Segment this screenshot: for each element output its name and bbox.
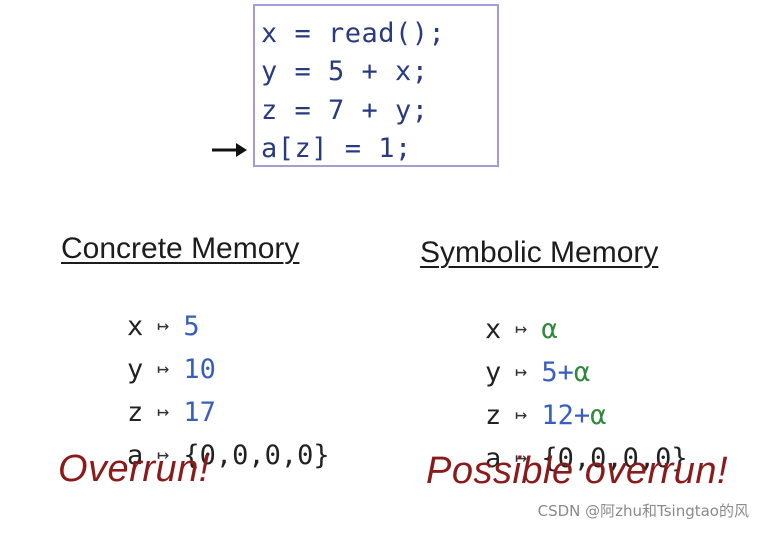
var-name: x <box>127 311 144 342</box>
var-name: a <box>485 443 502 474</box>
concrete-verdict: Overrun! <box>58 448 210 490</box>
concrete-row-z: z ↦ 17 <box>62 366 216 459</box>
symbolic-row-y: y ↦ 5+α <box>420 326 590 419</box>
maps-to-icon: ↦ <box>515 316 528 340</box>
maps-to-icon: ↦ <box>157 442 170 466</box>
symbol-alpha: α <box>590 400 607 431</box>
var-name: x <box>485 314 502 345</box>
symbol-alpha: α <box>541 314 558 345</box>
var-value: {0,0,0,0} <box>183 440 330 471</box>
concrete-row-y: y ↦ 10 <box>62 323 216 416</box>
var-value-prefix: 5+ <box>541 357 574 388</box>
concrete-memory-title: Concrete Memory <box>61 232 300 265</box>
symbolic-row-z: z ↦ 12+α <box>420 369 606 462</box>
var-value-prefix: {0,0,0,0} <box>541 443 688 474</box>
code-line-3: z = 7 + y; <box>261 95 429 126</box>
concrete-row-a: a ↦ {0,0,0,0} <box>62 409 330 502</box>
maps-to-icon: ↦ <box>515 445 528 469</box>
symbolic-row-x: x ↦ α <box>420 283 558 376</box>
var-name: y <box>127 354 144 385</box>
maps-to-icon: ↦ <box>157 313 170 337</box>
var-value-prefix: 12+ <box>541 400 591 431</box>
maps-to-icon: ↦ <box>157 399 170 423</box>
maps-to-icon: ↦ <box>157 356 170 380</box>
watermark: CSDN @阿zhu和Tsingtao的风 <box>537 502 749 520</box>
maps-to-icon: ↦ <box>515 359 528 383</box>
symbolic-verdict: Possible overrun! <box>426 450 729 492</box>
symbol-alpha: α <box>573 357 591 388</box>
symbolic-row-a: a ↦ {0,0,0,0} <box>420 412 688 505</box>
symbolic-memory-title: Symbolic Memory <box>420 236 659 269</box>
code-line-2: y = 5 + x; <box>261 56 429 87</box>
maps-to-icon: ↦ <box>515 402 528 426</box>
code-box: x = read(); y = 5 + x; z = 7 + y; a[z] =… <box>253 4 499 167</box>
var-name: z <box>127 397 144 428</box>
var-value: 17 <box>183 397 216 428</box>
var-name: z <box>485 400 502 431</box>
code-line-1: x = read(); <box>261 18 446 49</box>
var-value: 5 <box>183 311 200 342</box>
concrete-row-x: x ↦ 5 <box>62 280 200 373</box>
code-line-4: a[z] = 1; <box>261 133 412 164</box>
var-name: y <box>485 357 502 388</box>
current-line-arrow-icon <box>212 143 247 157</box>
var-value: 10 <box>183 354 216 385</box>
var-name: a <box>127 440 144 471</box>
